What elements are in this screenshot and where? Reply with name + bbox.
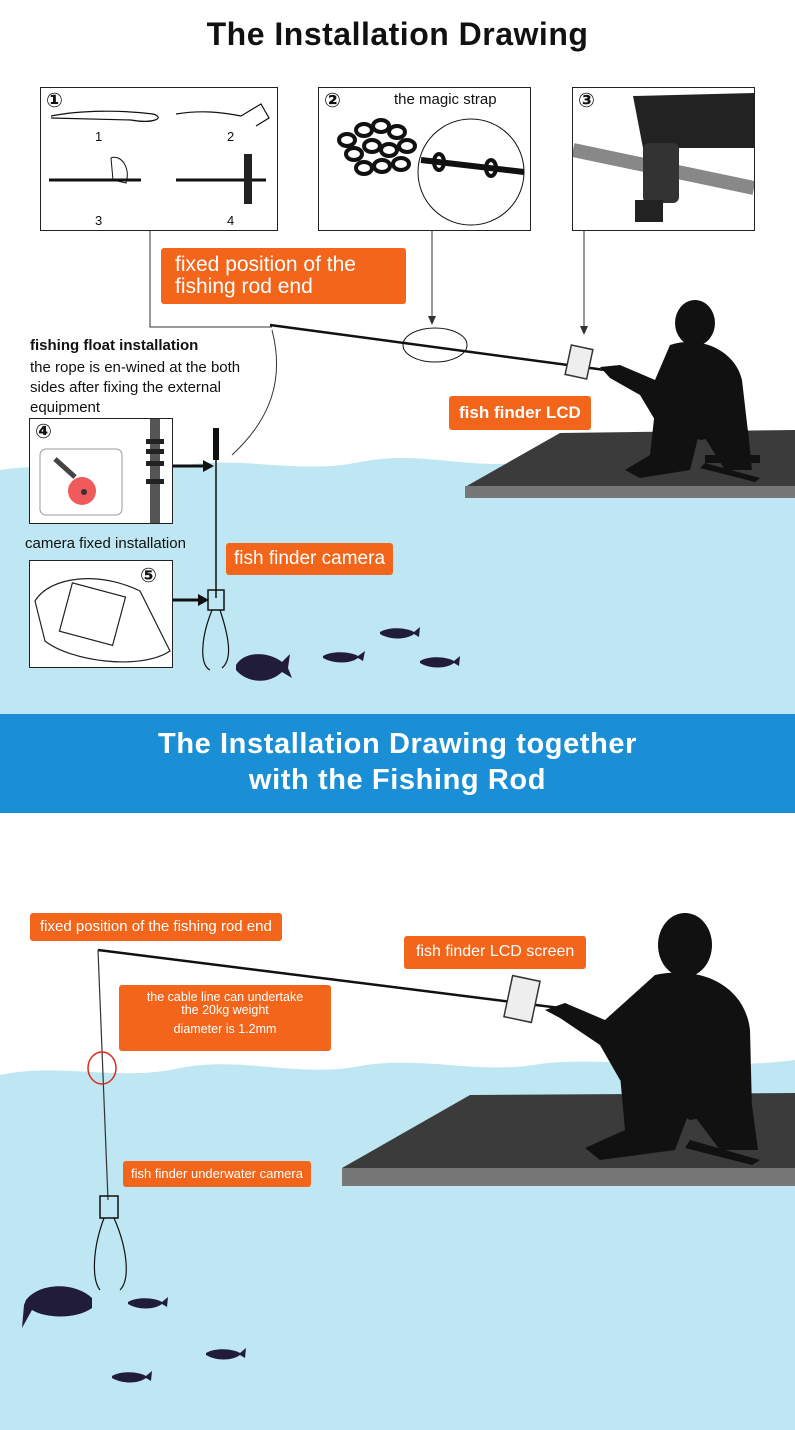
float-installation-text: the rope is en-wined at the both sides a… xyxy=(30,358,265,418)
panel-magic-strap: ② the magic strap xyxy=(318,87,531,231)
strap-rings-illustration xyxy=(319,88,530,230)
step-1-label: 1 xyxy=(95,129,102,144)
panel-float: ④ xyxy=(29,418,173,524)
lcd-mount-illustration xyxy=(573,88,754,230)
knot-step-illustrations xyxy=(41,88,277,230)
panel-knot-steps: ① 1 2 3 4 xyxy=(40,87,278,231)
cable-line-2: the 20kg weight xyxy=(127,1004,323,1017)
callout-cable: the cable line can undertake the 20kg we… xyxy=(119,985,331,1051)
callout-camera-bottom: fish finder underwater camera xyxy=(123,1161,311,1187)
panel-camera: ⑤ xyxy=(29,560,173,668)
panel-lcd-mount: ③ xyxy=(572,87,755,231)
dock-top-edge xyxy=(465,486,795,498)
lcd-top xyxy=(565,345,593,379)
lcd-bottom xyxy=(504,976,540,1023)
page-title: The Installation Drawing xyxy=(0,16,795,53)
dock-bottom-edge xyxy=(342,1168,795,1186)
float-installation-heading: fishing float installation xyxy=(30,337,198,354)
callout-rod-end-top: fixed position of the fishing rod end xyxy=(161,248,406,304)
banner-title: The Installation Drawing together with t… xyxy=(0,726,795,798)
cable-line-3: diameter is 1.2mm xyxy=(127,1023,323,1036)
banner-line-1: The Installation Drawing together xyxy=(0,726,795,762)
float-top xyxy=(213,428,219,460)
step-4-label: 4 xyxy=(227,213,234,228)
camera-bag-illustration xyxy=(30,561,172,667)
callout-rod-end-bottom: fixed position of the fishing rod end xyxy=(30,913,282,941)
camera-installation-label: camera fixed installation xyxy=(25,534,186,554)
callout-lcd-top: fish finder LCD xyxy=(449,396,591,430)
step-3-label: 3 xyxy=(95,213,102,228)
callout-camera-top: fish finder camera xyxy=(226,543,393,575)
banner-line-2: with the Fishing Rod xyxy=(0,762,795,798)
callout-lcd-bottom: fish finder LCD screen xyxy=(404,936,586,969)
float-illustration xyxy=(30,419,172,523)
step-2-label: 2 xyxy=(227,129,234,144)
